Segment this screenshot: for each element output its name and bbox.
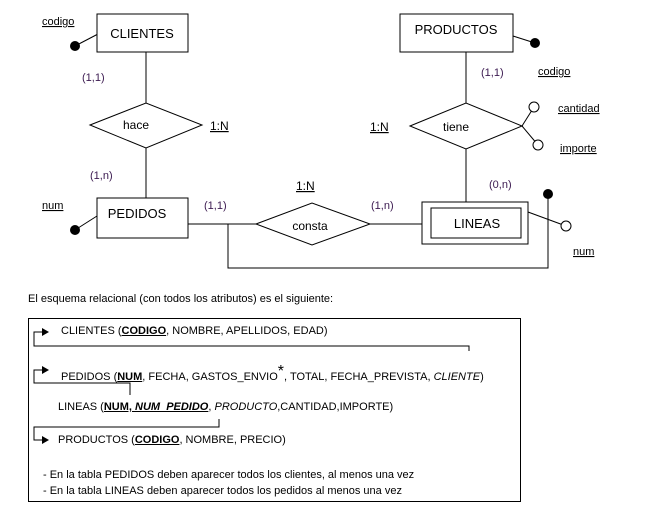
- table-columns: ,CANTIDAD,IMPORTE): [277, 401, 394, 413]
- connector-lines: [74, 33, 567, 269]
- arrow-head-icon: [42, 366, 49, 374]
- entity-productos-box: [399, 13, 514, 53]
- entity-clientes-box: [96, 13, 189, 53]
- primary-foreign-key: NUM_PEDIDO: [131, 401, 209, 413]
- relationship-hace-diamond: [88, 102, 204, 149]
- separator: ,: [208, 401, 215, 413]
- table-name: CLIENTES (: [61, 325, 122, 337]
- entity-pedidos-box: [96, 197, 189, 239]
- cardinality-label: (1,n): [371, 200, 394, 212]
- primary-key: NUM,: [103, 401, 132, 413]
- arrow-head-icon: [42, 328, 49, 336]
- attribute-label: codigo: [42, 16, 74, 28]
- schema-clientes: CLIENTES (CODIGO, NOMBRE, APELLIDOS, EDA…: [61, 325, 328, 337]
- er-diagram: CLIENTES PRODUCTOS PEDIDOS LINEAS hace t…: [42, 13, 600, 269]
- schema-note: - En la tabla LINEAS deben aparecer todo…: [43, 485, 402, 497]
- table-close: ): [480, 371, 484, 383]
- arrow-head-icon: [42, 436, 49, 444]
- foreign-key: PRODUCTO: [214, 401, 278, 413]
- lineas-num-line: [527, 211, 567, 227]
- entity-lineas-inner-box: [430, 207, 522, 239]
- schema-note: - En la tabla PEDIDOS deben aparecer tod…: [43, 469, 415, 481]
- schema-lineas: LINEAS (NUM, NUM_PEDIDO, PRODUCTO,CANTID…: [58, 401, 393, 413]
- attribute-dot: [532, 139, 544, 151]
- primary-key: NUM: [117, 371, 143, 383]
- cardinality-label: (1,1): [204, 200, 227, 212]
- schema-productos: PRODUCTOS (CODIGO, NOMBRE, PRECIO): [58, 434, 286, 446]
- attribute-key-dot: [70, 41, 80, 51]
- attribute-dot: [528, 101, 540, 113]
- relationship-consta-diamond: [254, 202, 372, 246]
- attribute-label: cantidad: [558, 103, 600, 115]
- entity-lineas-label: LINEAS: [454, 216, 501, 231]
- relationship-tiene-label: tiene: [443, 120, 469, 134]
- attribute-label: num: [42, 200, 63, 212]
- relationship-consta-label: consta: [292, 219, 328, 233]
- attribute-label: num: [573, 246, 594, 258]
- primary-key: CODIGO: [121, 325, 167, 337]
- foreign-key: CLIENTE: [433, 371, 481, 383]
- attribute-key-dot: [530, 38, 540, 48]
- attribute-key-dot: [543, 189, 553, 199]
- cardinality-ratio: 1:N: [296, 179, 315, 193]
- cardinality-label: (1,n): [90, 170, 113, 182]
- table-columns: , NOMBRE, PRECIO): [179, 434, 286, 446]
- table-name: LINEAS (: [58, 401, 104, 413]
- cardinality-ratio: 1:N: [210, 119, 229, 133]
- schema-intro: El esquema relacional (con todos los atr…: [28, 293, 334, 305]
- schema-pedidos: PEDIDOS (NUM, FECHA, GASTOS_ENVIO*, TOTA…: [61, 363, 484, 383]
- table-name: PEDIDOS (: [61, 371, 118, 383]
- table-name: PRODUCTOS (: [58, 434, 135, 446]
- relationship-hace-label: hace: [123, 118, 149, 132]
- entity-pedidos-label: PEDIDOS: [108, 206, 167, 221]
- attribute-label: importe: [560, 143, 597, 155]
- asterisk-mark: *: [277, 363, 285, 380]
- table-columns: , NOMBRE, APELLIDOS, EDAD): [166, 325, 328, 337]
- cardinality-label: (1,1): [481, 67, 504, 79]
- attribute-label: codigo: [538, 66, 570, 78]
- table-columns: , TOTAL, FECHA_PREVISTA,: [284, 371, 434, 383]
- relationship-tiene-diamond: [408, 102, 524, 150]
- entity-productos-label: PRODUCTOS: [415, 22, 498, 37]
- fk-pedido-arrow-line: [33, 369, 131, 395]
- fk-cliente-arrow-line: [33, 331, 470, 351]
- attribute-dot: [560, 220, 572, 232]
- schema-arrows: [33, 328, 470, 444]
- fk-producto-arrow-line: [33, 419, 220, 441]
- primary-key: CODIGO: [134, 434, 180, 446]
- cardinality-label: (0,n): [489, 179, 512, 191]
- entity-clientes-label: CLIENTES: [110, 26, 174, 41]
- pedidos-lineas-id-line: [227, 194, 549, 269]
- attribute-key-dot: [70, 225, 80, 235]
- cardinality-ratio: 1:N: [370, 120, 389, 134]
- relational-schema-box: CLIENTES (CODIGO, NOMBRE, APELLIDOS, EDA…: [28, 318, 521, 502]
- cardinality-label: (1,1): [82, 72, 105, 84]
- table-columns: , FECHA, GASTOS_ENVIO: [142, 371, 278, 383]
